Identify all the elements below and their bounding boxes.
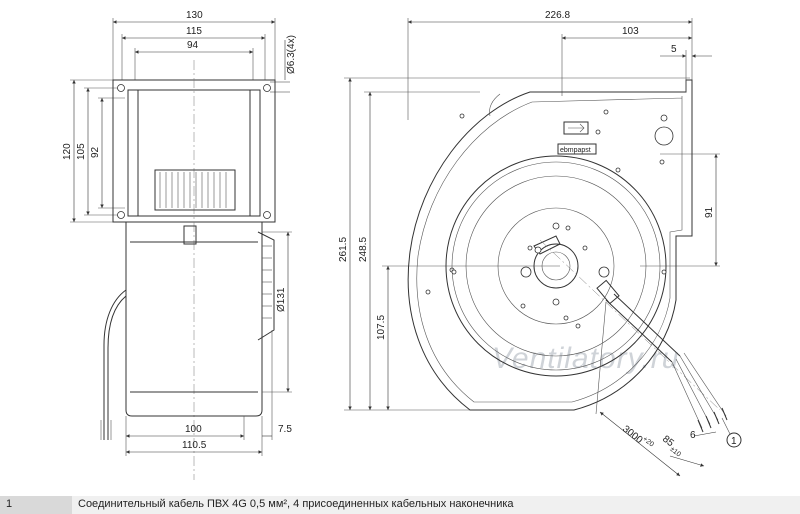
dim-94: 94 xyxy=(187,40,199,51)
dim-strip-length-tolerance: ±10 xyxy=(668,446,682,459)
scroll-housing xyxy=(407,79,693,411)
dim-hole-diameter: Ø6.3(4x) xyxy=(286,35,297,74)
dim-130: 130 xyxy=(186,10,203,21)
dim-103: 103 xyxy=(622,26,639,37)
side-view: 130 115 94 Ø6.3(4x) 120 105 92 xyxy=(62,10,297,480)
dim-100: 100 xyxy=(185,424,202,435)
dim-92: 92 xyxy=(90,146,101,158)
dim-115: 115 xyxy=(186,26,202,37)
legend-row: 1 Соединительный кабель ПВХ 4G 0,5 мм², … xyxy=(0,496,800,514)
dim-5: 5 xyxy=(671,44,677,55)
dim-105: 105 xyxy=(76,143,87,160)
dim-6: 6 xyxy=(690,430,696,441)
dim-248-5: 248.5 xyxy=(358,237,369,262)
impeller-disc xyxy=(445,155,667,377)
front-view: 226.8 103 5 261.5 248.5 107.5 91 e xyxy=(338,10,742,477)
dim-107-5: 107.5 xyxy=(376,315,387,340)
legend-description: Соединительный кабель ПВХ 4G 0,5 мм², 4 … xyxy=(72,496,800,514)
motor-hub xyxy=(533,243,579,289)
watermark: Ventilatory.ru xyxy=(492,342,679,375)
dim-diameter-131: Ø131 xyxy=(276,287,287,312)
dim-120: 120 xyxy=(62,143,73,160)
technical-drawing: Ventilatory.ru 130 115 94 Ø6.3(4x) 120 1… xyxy=(62,10,742,480)
legend-number: 1 xyxy=(0,496,72,514)
dim-261-5: 261.5 xyxy=(338,237,349,262)
callout-number: 1 xyxy=(731,436,737,447)
dim-cable-length: 3000 xyxy=(620,424,645,447)
callout-circle xyxy=(726,432,742,448)
dim-91: 91 xyxy=(704,206,715,218)
dim-226-8: 226.8 xyxy=(545,10,570,21)
label-plate: ebmpapst xyxy=(560,147,591,154)
dim-7-5: 7.5 xyxy=(278,424,292,435)
dim-110-5: 110.5 xyxy=(182,440,207,451)
